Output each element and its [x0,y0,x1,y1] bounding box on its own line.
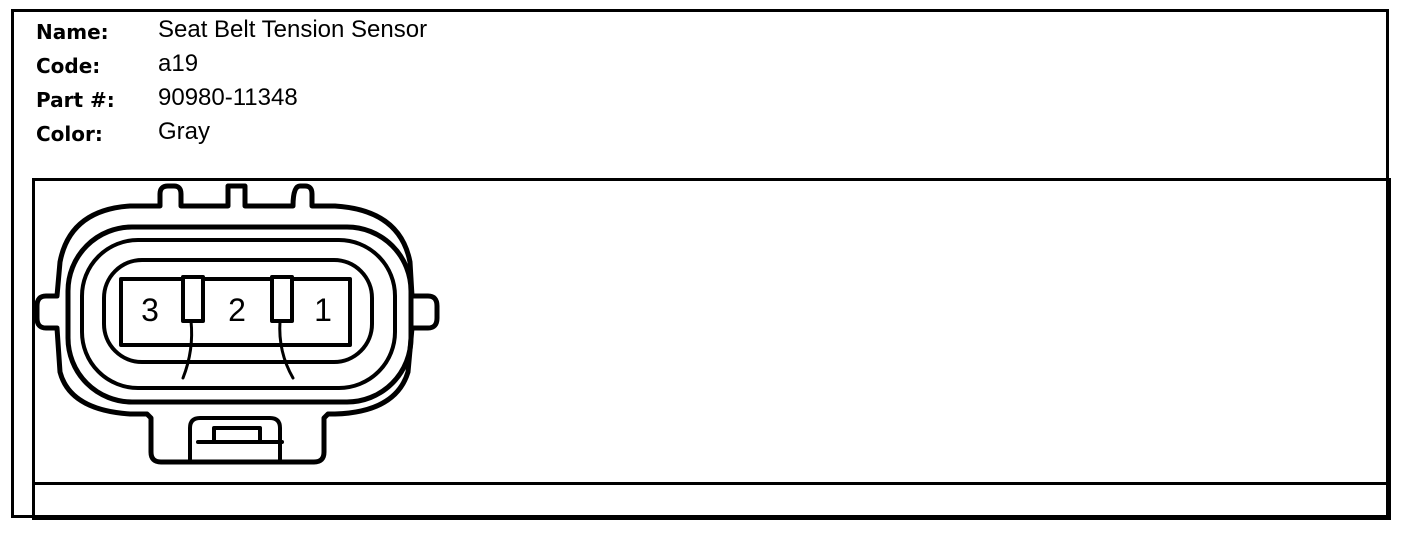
housing-inner-frame-2 [80,238,397,390]
pin-label-3: 3 [141,292,159,328]
name-label: Name: [36,20,109,44]
pin-label-1: 1 [314,292,332,328]
housing-outline [34,183,440,465]
pin-blade-1 [181,275,205,323]
code-value: a19 [158,50,199,77]
part-number-label: Part #: [36,88,115,112]
pin-label-2: 2 [228,292,246,328]
color-value: Gray [158,118,211,145]
wire-2 [278,319,295,380]
housing-inner-frame [65,224,414,405]
part-number-value: 90980-11348 [158,84,298,111]
connector-diagram-panel [32,178,1391,520]
code-label: Code: [36,54,101,78]
lock-tab-window [212,426,262,444]
lock-tab [188,416,282,464]
terminal-cavity-frame [102,258,374,364]
color-label: Color: [36,122,103,146]
name-value: Seat Belt Tension Sensor [158,16,428,43]
wire-1 [181,319,194,380]
panel-divider [35,482,1387,485]
pin-blade-2 [270,275,294,323]
terminal-block [119,277,352,347]
